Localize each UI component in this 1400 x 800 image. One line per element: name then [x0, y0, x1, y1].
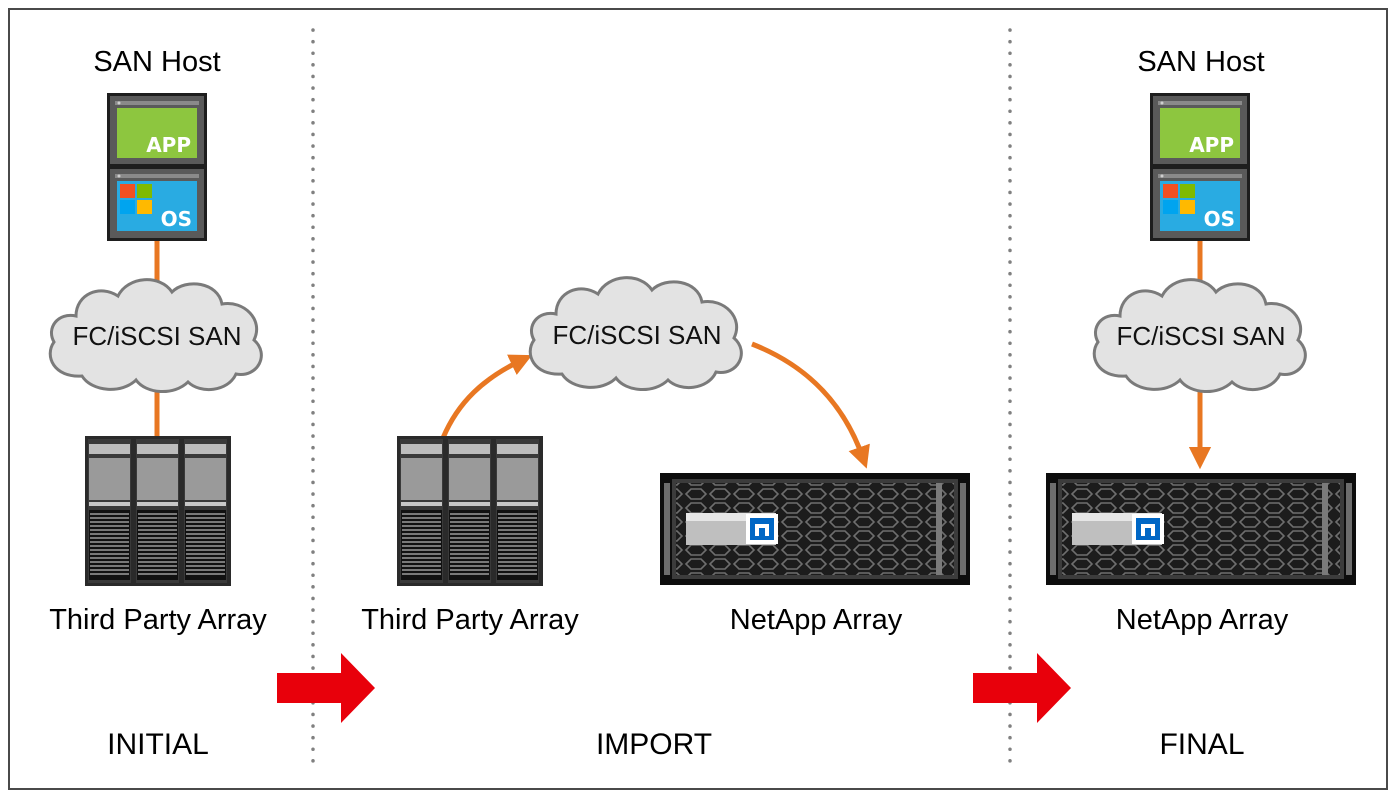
netapp-label-final: NetApp Array: [1115, 604, 1289, 636]
migration-arrow-san-to-netapp: [751, 341, 870, 469]
san-cloud-label-final: FC/iSCSI SAN: [1116, 321, 1286, 351]
stage-arrow-initial-to-import: [277, 653, 375, 723]
san-cloud-label-import: FC/iSCSI SAN: [552, 320, 722, 350]
diagram-frame: [8, 8, 1388, 790]
migration-arrow-array-to-san: [440, 354, 533, 439]
stage-label-import: IMPORT: [595, 728, 713, 761]
san-host-final: [1150, 93, 1250, 241]
san-host-label-final: SAN Host: [1137, 46, 1265, 78]
netapp-array-final: [1046, 473, 1356, 585]
stage-label-initial: INITIAL: [107, 728, 209, 761]
stage-arrow-import-to-final: [973, 653, 1071, 723]
san-host-initial: [107, 93, 207, 241]
third-party-label-initial: Third Party Array: [49, 604, 267, 636]
netapp-label-import: NetApp Array: [729, 604, 903, 636]
san-host-label-initial: SAN Host: [93, 46, 221, 78]
third-party-array-import: [397, 436, 543, 586]
netapp-array-import: [660, 473, 970, 585]
third-party-array-initial: [85, 436, 231, 586]
third-party-label-import: Third Party Array: [361, 604, 579, 636]
stage-label-final: FINAL: [1159, 728, 1245, 761]
san-cloud-label-initial: FC/iSCSI SAN: [72, 321, 242, 351]
